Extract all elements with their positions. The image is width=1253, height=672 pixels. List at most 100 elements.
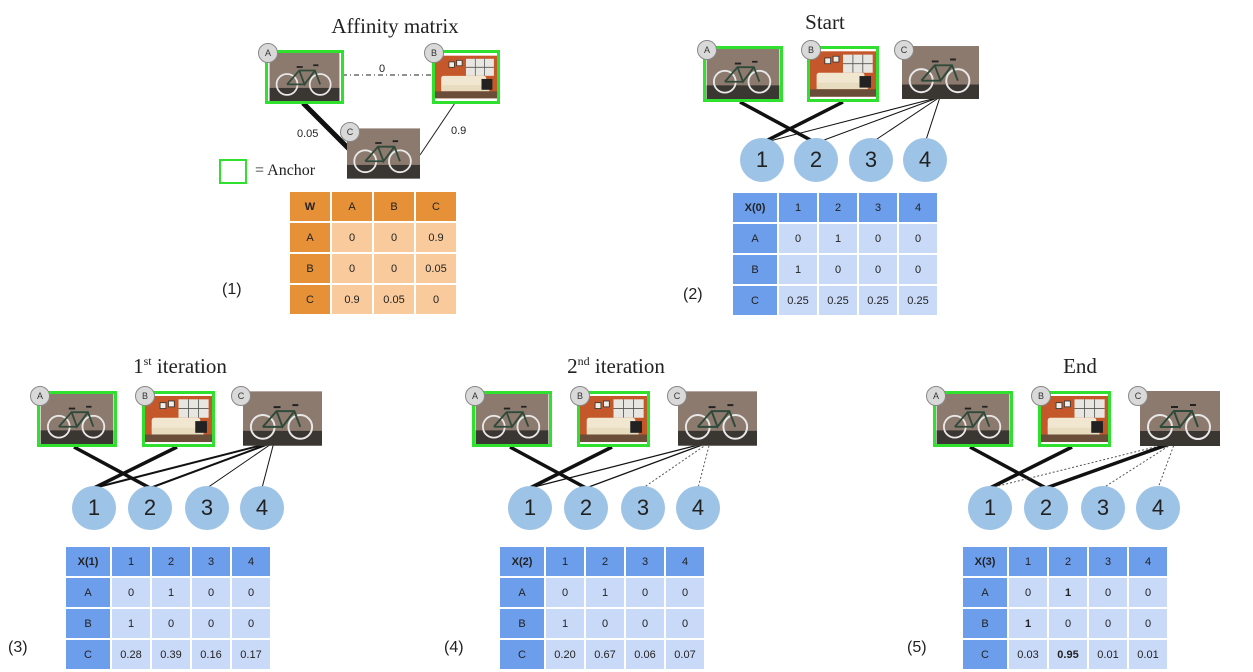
badge-a: A: [30, 386, 50, 406]
table-cell: 0.28: [110, 638, 152, 671]
title-rest: iteration: [151, 354, 227, 378]
table-header: 2: [150, 545, 192, 578]
table-cell: 0: [777, 222, 819, 255]
image-a-bicycle: [703, 46, 783, 102]
node-2: 2: [1024, 486, 1068, 530]
badge-c: C: [667, 386, 687, 406]
table-cell: 0.25: [777, 284, 819, 317]
row-header: A: [288, 221, 332, 254]
row-header: C: [961, 638, 1009, 671]
table-cell: 0.17: [230, 638, 272, 671]
table-cell: 0: [1127, 576, 1169, 609]
table-cell: 1: [1047, 576, 1089, 609]
table-cell: 0: [230, 607, 272, 640]
badge-a: A: [697, 40, 717, 60]
node-3: 3: [1081, 486, 1125, 530]
badge-a: A: [465, 386, 485, 406]
table-cell: 0: [857, 253, 899, 286]
table-header: 4: [1127, 545, 1169, 578]
panel-label-3: (3): [8, 639, 28, 656]
table-cell: 1: [1007, 607, 1049, 640]
table-cell: 0: [897, 253, 939, 286]
title-sup: nd: [577, 354, 590, 368]
row-header: C: [64, 638, 112, 671]
table-header: 1: [544, 545, 586, 578]
image-c-bicycle: [902, 46, 979, 99]
title-rest: iteration: [589, 354, 665, 378]
title-main: End: [1063, 354, 1097, 378]
table-cell: 0.39: [150, 638, 192, 671]
table-cell: 0: [544, 576, 586, 609]
table-cell: 0: [664, 576, 706, 609]
table-header: 3: [1087, 545, 1129, 578]
image-b-sofa: [577, 391, 650, 447]
table-cell: 0.16: [190, 638, 232, 671]
assignment-table-3: X(3) 1 2 3 4 A 0 1 0 0 B 1 0 0 0 C 0.03 …: [961, 545, 1169, 671]
node-2: 2: [128, 486, 172, 530]
node-2: 2: [794, 138, 838, 182]
table-header: X(1): [64, 545, 112, 578]
table-cell: 0.06: [624, 638, 666, 671]
affinity-title: Affinity matrix: [331, 14, 459, 38]
table-cell: 0: [817, 253, 859, 286]
panel-title-end: End: [1030, 354, 1130, 379]
title-main: 1: [133, 354, 144, 378]
affinity-table: W A B C A 0 0 0.9 B 0 0 0.05 C 0.9 0.05 …: [288, 190, 458, 316]
title-main: 2: [567, 354, 578, 378]
table-cell: 0: [584, 607, 626, 640]
row-header: C: [498, 638, 546, 671]
table-cell: 0.05: [414, 252, 458, 285]
table-header: 2: [1047, 545, 1089, 578]
table-cell: 1: [584, 576, 626, 609]
image-b-sofa: [807, 46, 879, 102]
image-a-bicycle: [265, 50, 344, 104]
panel-title-iteration-1: 1st iteration: [100, 354, 260, 379]
edge-label-b-c: 0.9: [451, 125, 467, 137]
row-header: C: [288, 283, 332, 316]
badge-c: C: [1128, 386, 1148, 406]
image-a-bicycle: [472, 391, 552, 447]
table-header: 4: [230, 545, 272, 578]
edge-label-a-b: 0: [379, 63, 386, 75]
table-cell: 0: [1127, 607, 1169, 640]
table-header: X(2): [498, 545, 546, 578]
table-header: 3: [190, 545, 232, 578]
table-cell: 0: [1047, 607, 1089, 640]
node-1: 1: [508, 486, 552, 530]
node-1: 1: [72, 486, 116, 530]
badge-b: B: [424, 43, 444, 63]
table-header: C: [414, 190, 458, 223]
table-cell: 0: [330, 221, 374, 254]
table-header: 2: [584, 545, 626, 578]
node-4: 4: [240, 486, 284, 530]
assignment-table-0: X(0) 1 2 3 4 A 0 1 0 0 B 1 0 0 0 C 0.25 …: [731, 191, 939, 317]
row-header: A: [498, 576, 546, 609]
table-cell: 0: [1007, 576, 1049, 609]
badge-b: B: [1031, 386, 1051, 406]
table-cell: 1: [777, 253, 819, 286]
row-header: B: [498, 607, 546, 640]
table-header: X(0): [731, 191, 779, 224]
image-b-sofa: [432, 50, 500, 104]
table-cell: 1: [110, 607, 152, 640]
table-cell: 0.25: [897, 284, 939, 317]
table-cell: 0: [330, 252, 374, 285]
image-c-bicycle: [243, 391, 322, 446]
badge-a: A: [258, 43, 278, 63]
badge-c: C: [340, 122, 360, 142]
row-header: A: [731, 222, 779, 255]
image-c-bicycle: [1140, 391, 1220, 446]
table-header: 3: [624, 545, 666, 578]
table-cell: 0: [190, 607, 232, 640]
node-4: 4: [676, 486, 720, 530]
table-cell: 0.95: [1047, 638, 1089, 671]
table-cell: 0.9: [414, 221, 458, 254]
node-2: 2: [564, 486, 608, 530]
node-1: 1: [740, 138, 784, 182]
badge-b: B: [801, 40, 821, 60]
node-3: 3: [185, 486, 229, 530]
panel-label-2: (2): [683, 286, 703, 303]
table-cell: 0: [414, 283, 458, 316]
table-cell: 0.67: [584, 638, 626, 671]
table-header: X(3): [961, 545, 1009, 578]
